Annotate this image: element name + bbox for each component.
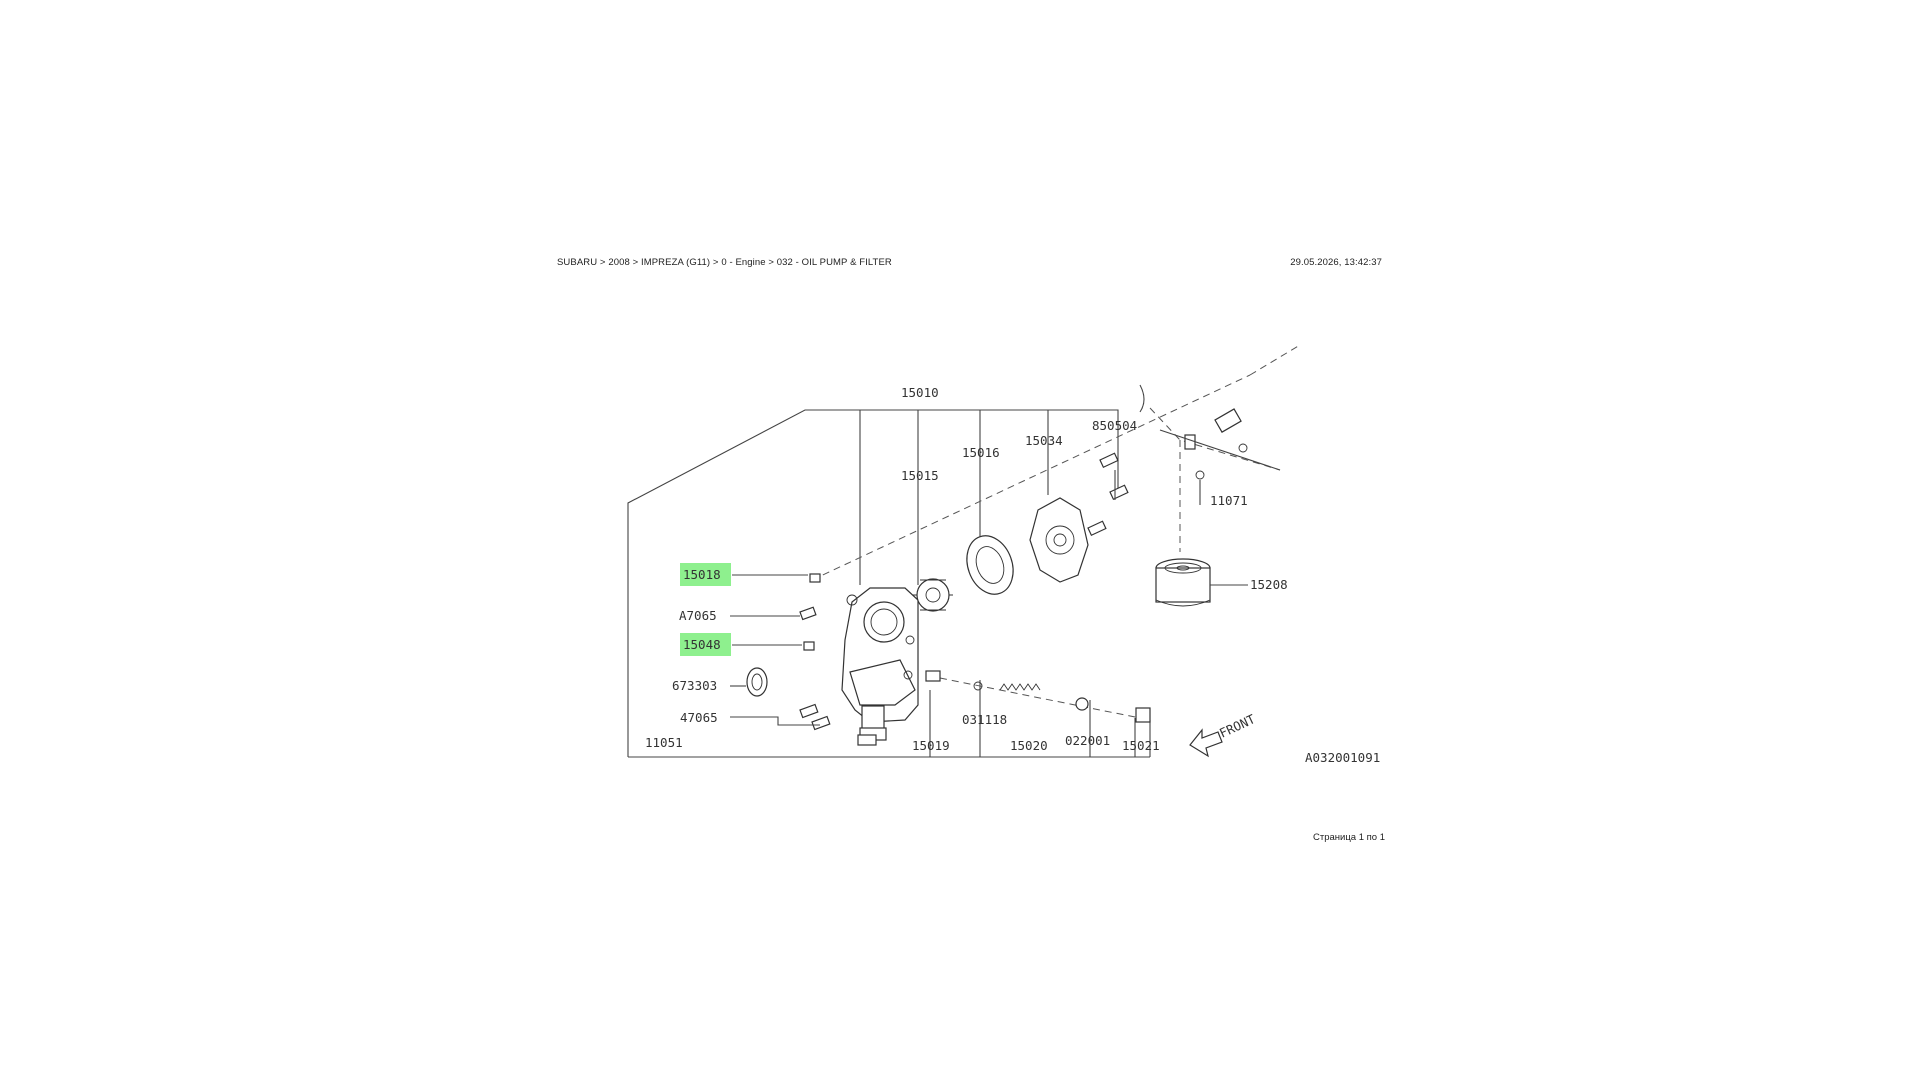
outer-rotor [966, 535, 1014, 595]
cover-bolts [1087, 452, 1129, 537]
part-label-15020[interactable]: 15020 [1010, 738, 1048, 753]
part-label-15015[interactable]: 15015 [901, 468, 939, 483]
part-label-11051[interactable]: 11051 [645, 735, 683, 750]
oil-filter [1155, 558, 1211, 607]
part-label-11071[interactable]: 11071 [1210, 493, 1248, 508]
part-label-673303[interactable]: 673303 [672, 678, 717, 693]
diagram-frame [627, 409, 1151, 758]
highlight-15048 [680, 633, 731, 656]
figure-code: A032001091 [1305, 750, 1380, 765]
assembly-axis-lines [811, 344, 1301, 721]
front-direction-arrow: FRONT [1189, 711, 1258, 758]
pump-cover [1029, 497, 1089, 583]
filter-stud-assembly [1139, 384, 1281, 480]
front-label: FRONT [1217, 711, 1258, 741]
inner-rotor [913, 578, 953, 612]
page-indicator: Страница 1 по 1 [1313, 832, 1385, 843]
small-fasteners [746, 573, 877, 746]
part-label-15016[interactable]: 15016 [962, 445, 1000, 460]
part-label-15048[interactable]: 15048 [683, 637, 721, 652]
print-timestamp: 29.05.2026, 13:42:37 [1290, 257, 1382, 268]
part-label-47065[interactable]: 47065 [680, 710, 718, 725]
relief-valve-parts [925, 670, 1151, 723]
part-label-850504[interactable]: 850504 [1092, 418, 1137, 433]
oil-pump-body [841, 587, 919, 741]
part-label-A7065[interactable]: A7065 [679, 608, 717, 623]
breadcrumb: SUBARU > 2008 > IMPREZA (G11) > 0 - Engi… [557, 257, 892, 268]
part-label-15208[interactable]: 15208 [1250, 577, 1288, 592]
part-label-15010[interactable]: 15010 [901, 385, 939, 400]
part-label-15018[interactable]: 15018 [683, 567, 721, 582]
leader-lines [730, 470, 1248, 726]
part-label-15034[interactable]: 15034 [1025, 433, 1063, 448]
part-label-031118[interactable]: 031118 [962, 712, 1007, 727]
part-label-022001[interactable]: 022001 [1065, 733, 1110, 748]
part-label-15021[interactable]: 15021 [1122, 738, 1160, 753]
highlight-15018 [680, 563, 731, 586]
part-label-15019[interactable]: 15019 [912, 738, 950, 753]
